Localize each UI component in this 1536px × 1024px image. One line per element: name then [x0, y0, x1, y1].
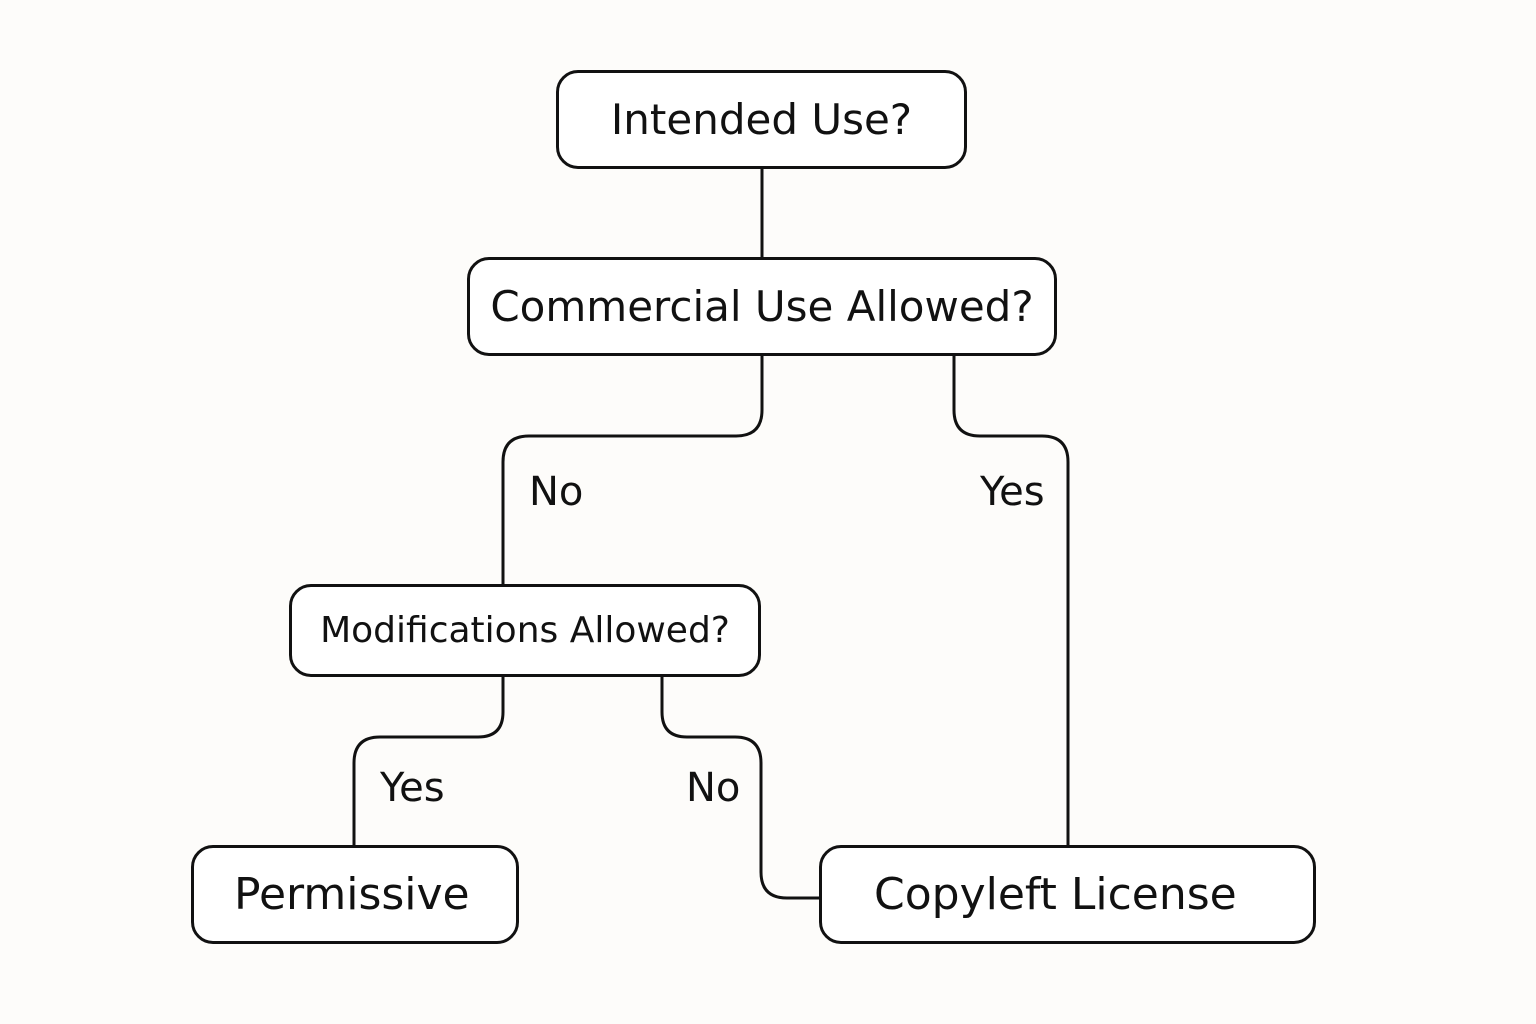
edge-label-modifications-no: No — [686, 765, 741, 811]
node-copyleft-license-text: Copyleft License — [874, 869, 1237, 920]
node-permissive: Permissive — [191, 845, 519, 944]
node-modifications: Modifications Allowed? — [289, 584, 761, 677]
node-permissive-text: Permissive — [234, 869, 470, 920]
connector-modifications-yes — [352, 675, 505, 847]
connector-commercial-yes — [952, 354, 1070, 847]
edge-label-modifications-yes: Yes — [380, 765, 445, 811]
node-copyleft-license: Copyleft License — [819, 845, 1316, 944]
connector-modifications-no — [660, 675, 821, 900]
node-intended-use-text: Intended Use? — [610, 95, 913, 144]
node-commercial-use-text: Commercial Use Allowed? — [490, 282, 1034, 331]
node-intended-use: Intended Use? — [556, 70, 967, 169]
connector-commercial-no — [501, 354, 764, 586]
edge-label-commercial-no: No — [529, 469, 584, 515]
node-modifications-text: Modifications Allowed? — [320, 610, 730, 651]
edge-label-commercial-yes: Yes — [980, 469, 1045, 515]
node-commercial-use: Commercial Use Allowed? — [467, 257, 1057, 356]
